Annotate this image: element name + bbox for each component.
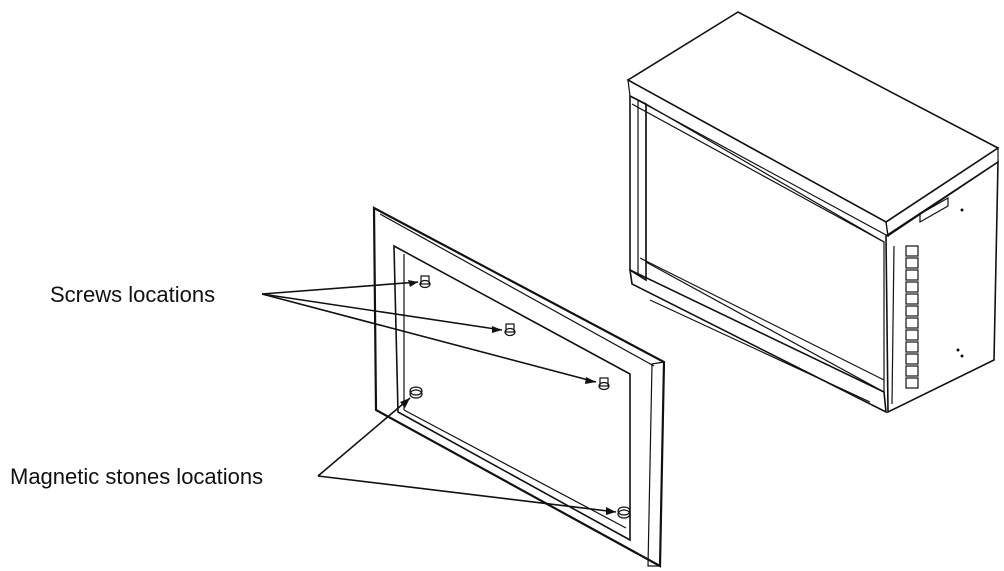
magnets-callout: Magnetic stones locations (10, 397, 617, 515)
frame-inner-opening (393, 244, 631, 542)
screws-callout: Screws locations (50, 280, 597, 384)
cabinet-top (626, 11, 1000, 223)
cabinet-left-post (629, 94, 647, 282)
side-label-plate (919, 196, 949, 224)
magnet-2 (617, 506, 631, 519)
cabinet-top-lip (627, 78, 889, 238)
front-frame (372, 206, 666, 568)
cabinet-front-face (645, 102, 885, 394)
screw-1 (419, 275, 431, 289)
screw-3 (598, 377, 610, 391)
magnets-label: Magnetic stones locations (10, 464, 263, 489)
cabinet-bottom-rail (628, 268, 887, 414)
screw-2 (504, 323, 516, 337)
cabinet-housing (626, 11, 1000, 414)
side-vent-louvers (905, 245, 919, 389)
magnet-1 (409, 386, 423, 399)
screws-label: Screws locations (50, 282, 215, 307)
cabinet-side-panel (885, 160, 999, 414)
